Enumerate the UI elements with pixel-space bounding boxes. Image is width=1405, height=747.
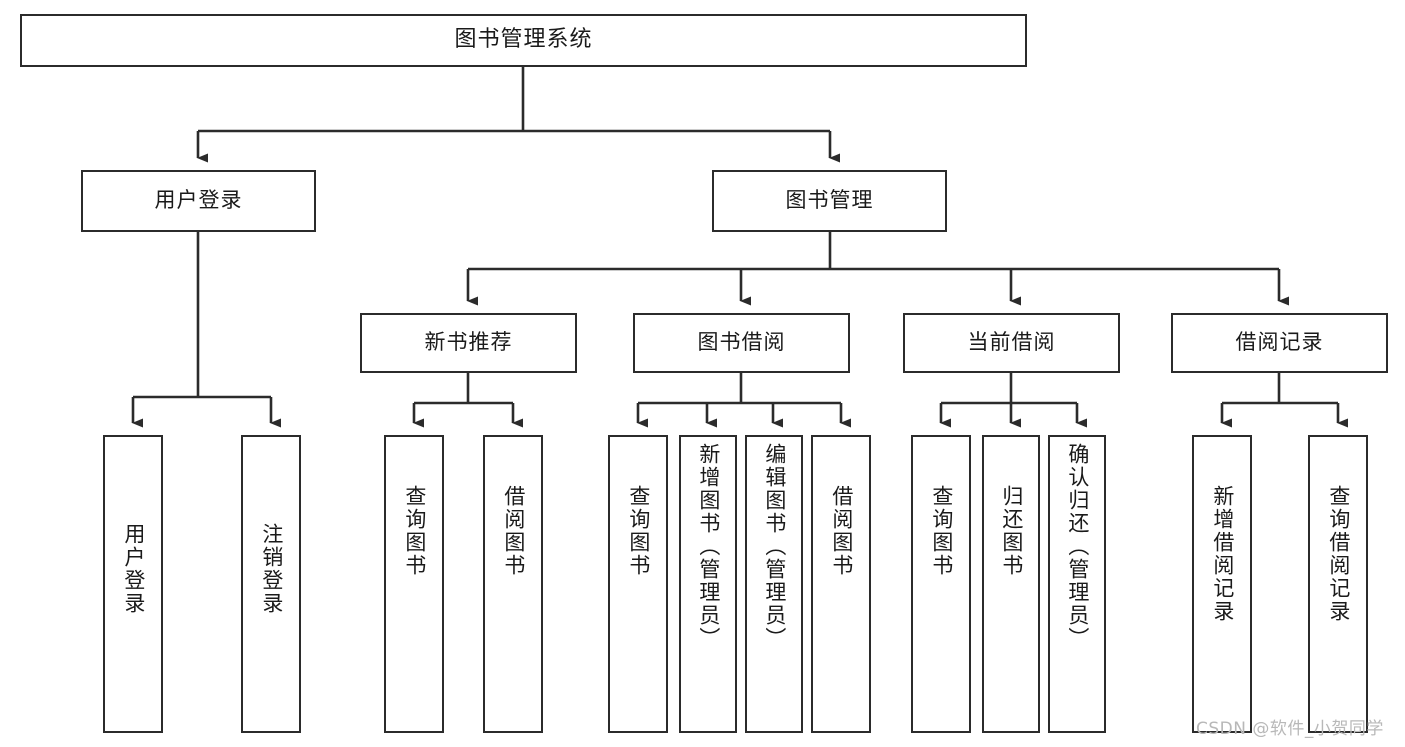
node-label: 用户登录 [154,188,243,213]
node-label: 图书借阅 [697,330,786,355]
node-label: 借阅图书 [829,485,854,577]
leaf-current-query-book[interactable]: 查询图书 [911,435,971,733]
leaf-recommend-borrow-book[interactable]: 借阅图书 [483,435,543,733]
node-label: 编辑图书（管理员） [762,443,787,650]
leaf-recommend-query-book[interactable]: 查询图书 [384,435,444,733]
node-label: 图书管理系统 [454,27,593,53]
node-current-borrow[interactable]: 当前借阅 [903,313,1120,373]
node-label: 查询图书 [402,485,427,577]
node-label: 归还图书 [999,485,1024,577]
node-label: 新增图书（管理员） [696,443,721,650]
leaf-borrow-add-book-admin[interactable]: 新增图书（管理员） [679,435,737,733]
leaf-user-login-logout[interactable]: 注销登录 [241,435,301,733]
node-root-system[interactable]: 图书管理系统 [20,14,1027,67]
node-label: 图书管理 [785,188,874,213]
leaf-borrow-query-book[interactable]: 查询图书 [608,435,668,733]
node-label: 用户登录 [121,523,146,615]
node-label: 确认归还（管理员） [1065,443,1090,650]
node-label: 查询借阅记录 [1326,485,1351,623]
node-label: 当前借阅 [967,330,1056,355]
node-borrow-record[interactable]: 借阅记录 [1171,313,1388,373]
node-new-book-recommend[interactable]: 新书推荐 [360,313,577,373]
node-label: 查询图书 [929,485,954,577]
leaf-record-query-record[interactable]: 查询借阅记录 [1308,435,1368,733]
leaf-current-return-book[interactable]: 归还图书 [982,435,1040,733]
node-label: 注销登录 [259,523,284,615]
leaf-borrow-edit-book-admin[interactable]: 编辑图书（管理员） [745,435,803,733]
node-label: 查询图书 [626,485,651,577]
leaf-user-login-login[interactable]: 用户登录 [103,435,163,733]
node-label: 新书推荐 [424,330,513,355]
node-user-login[interactable]: 用户登录 [81,170,316,232]
leaf-record-add-record[interactable]: 新增借阅记录 [1192,435,1252,733]
node-book-management[interactable]: 图书管理 [712,170,947,232]
leaf-current-confirm-return-admin[interactable]: 确认归还（管理员） [1048,435,1106,733]
csdn-watermark: CSDN @软件_小贺同学 [1196,719,1384,739]
leaf-borrow-borrow-book[interactable]: 借阅图书 [811,435,871,733]
node-label: 借阅图书 [501,485,526,577]
node-label: 新增借阅记录 [1210,485,1235,623]
node-book-borrow[interactable]: 图书借阅 [633,313,850,373]
node-label: 借阅记录 [1235,330,1324,355]
